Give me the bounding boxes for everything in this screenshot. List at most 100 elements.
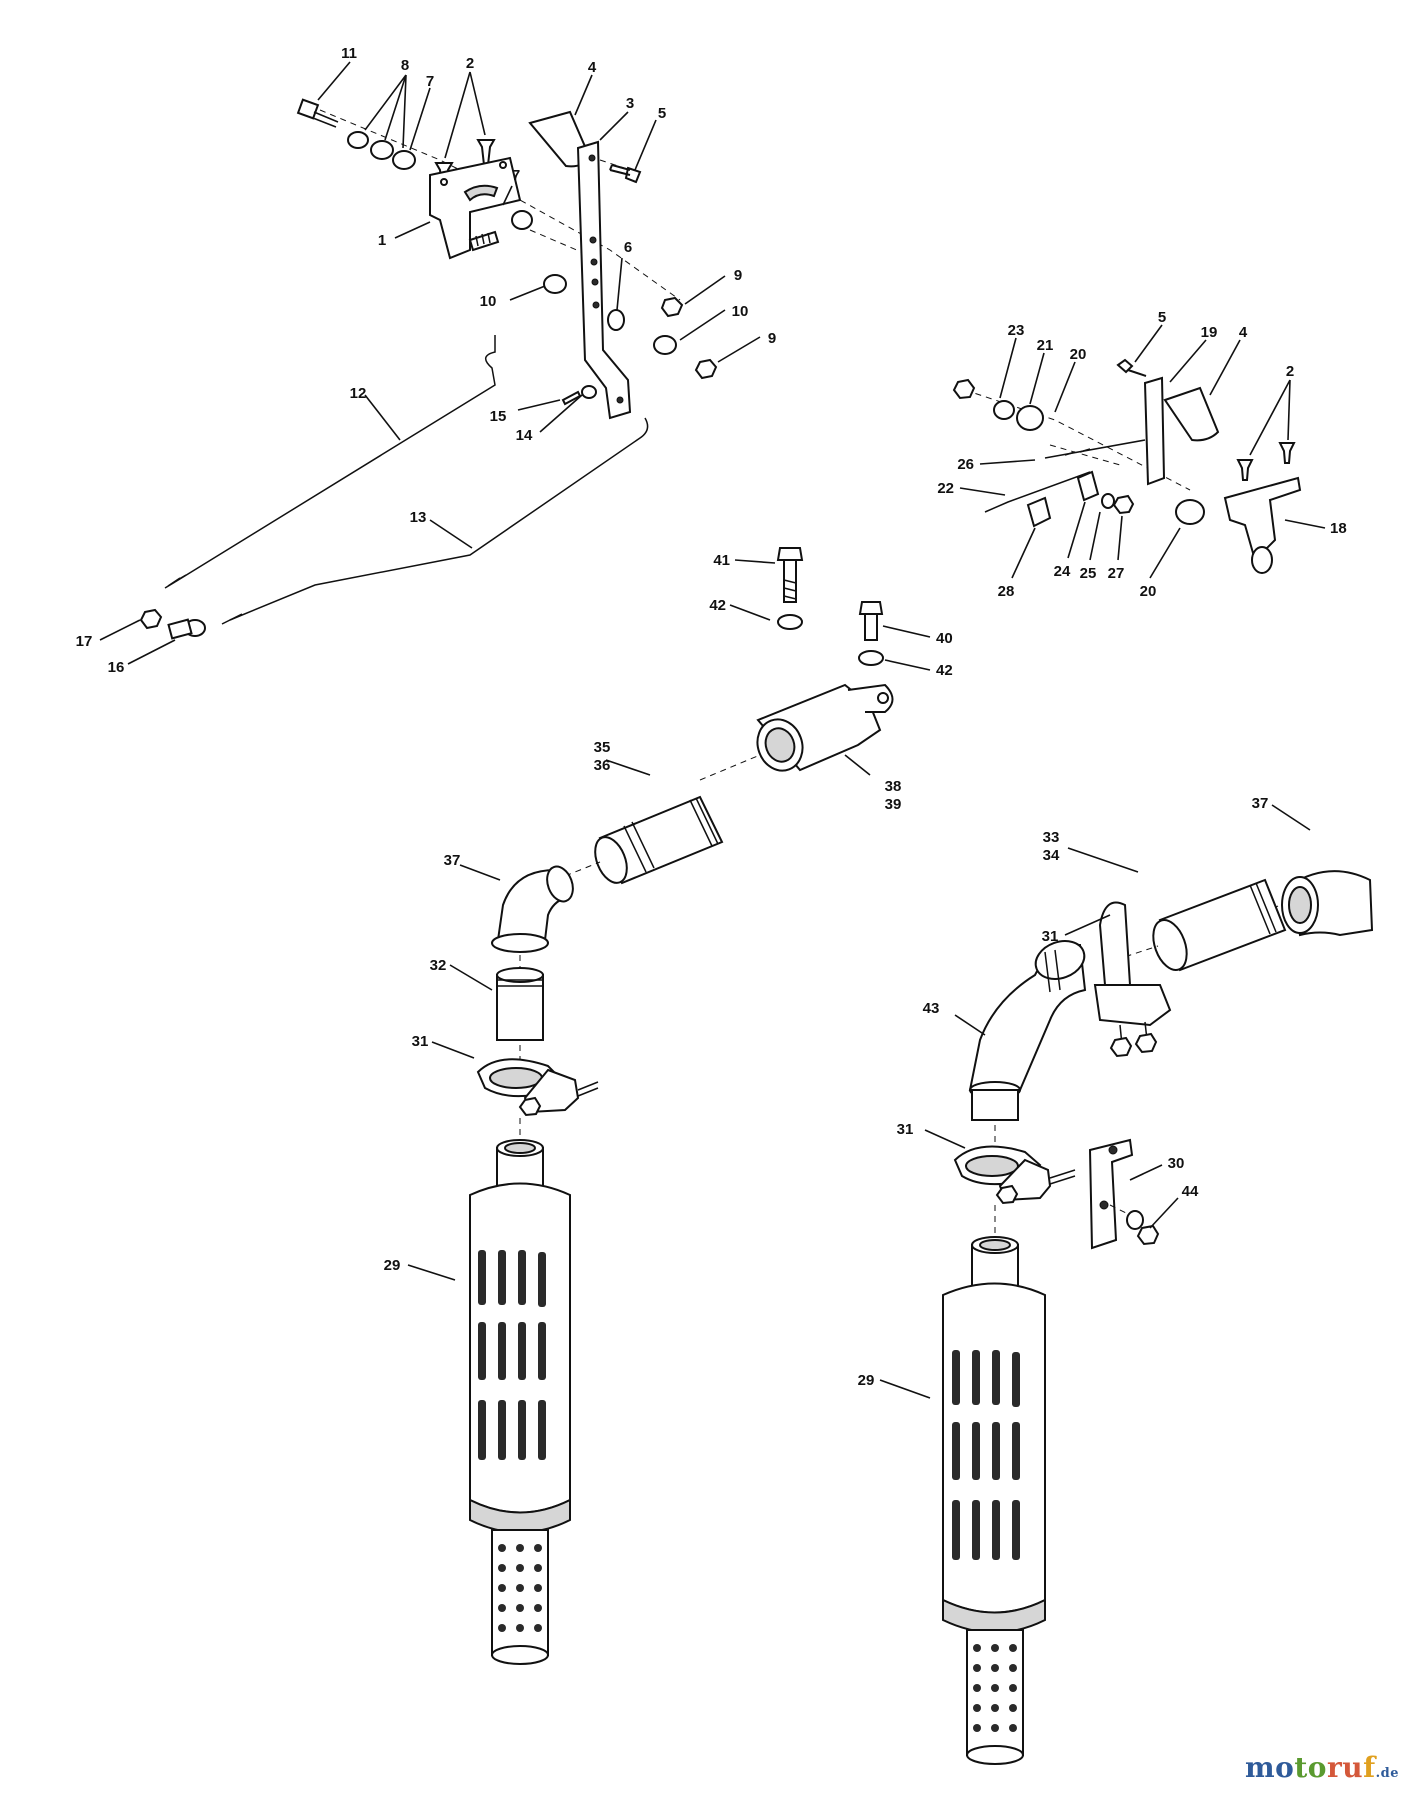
label-15: 15: [490, 408, 507, 425]
label-6: 6: [624, 239, 632, 256]
label-11: 11: [341, 45, 357, 62]
label-2a: 2: [466, 55, 474, 72]
label-7b: 7: [512, 167, 520, 184]
nut-27: [1112, 494, 1135, 515]
label-16: 16: [108, 659, 125, 676]
label-25: 25: [1080, 565, 1097, 582]
rod-13: [229, 417, 649, 621]
exhaust-assembly: [469, 547, 1374, 1765]
nut-17: [139, 608, 163, 630]
watermark-part-3: ru: [1326, 1751, 1364, 1784]
label-37a: 37: [444, 852, 461, 869]
watermark-part-2: to: [1294, 1751, 1327, 1784]
bracket-18: [1223, 476, 1302, 574]
clip-24: [1076, 470, 1100, 502]
label-37b: 37: [1252, 795, 1269, 812]
label-20a: 20: [1070, 346, 1087, 363]
muffler-29a: [469, 1139, 571, 1665]
label-29b: 29: [858, 1372, 875, 1389]
bracket-1: [429, 156, 522, 260]
part-labels: 11 8 7 2 4 3 5 7 1 6 9 10 10 9 12 15 14 …: [76, 45, 1347, 1389]
label-31a: 31: [412, 1033, 429, 1050]
label-5b: 5: [1158, 309, 1166, 326]
washer-8a: [347, 131, 369, 149]
label-39: 39: [885, 796, 902, 813]
label-18: 18: [1330, 520, 1347, 537]
label-41: 41: [713, 552, 730, 569]
washer-8b: [370, 140, 394, 160]
label-22: 22: [937, 480, 954, 497]
label-10a: 10: [480, 293, 497, 310]
label-30: 30: [1168, 1155, 1185, 1172]
screw-2c: [1236, 459, 1254, 481]
left-lever-assembly: [139, 98, 718, 640]
nut-23: [952, 378, 976, 400]
label-40: 40: [936, 630, 953, 647]
washer-10a: [543, 274, 567, 294]
screw-5b: [1116, 358, 1147, 377]
rod-26: [1044, 439, 1146, 459]
label-5a: 5: [658, 105, 666, 122]
label-44: 44: [1182, 1183, 1199, 1200]
label-3: 3: [626, 95, 634, 112]
screw-5a: [609, 164, 642, 184]
washer-25: [1101, 493, 1115, 509]
bushing-6: [607, 309, 625, 331]
rod-12: [174, 335, 496, 583]
clamp-31c: [953, 1145, 1076, 1205]
label-17: 17: [76, 633, 93, 650]
label-36: 36: [594, 757, 611, 774]
right-lever-assembly: [952, 358, 1302, 574]
bolt-11: [296, 98, 339, 128]
label-34: 34: [1043, 847, 1060, 864]
washer-7a: [392, 150, 416, 170]
label-42a: 42: [709, 597, 726, 614]
bolt-40: [858, 601, 884, 641]
label-33: 33: [1043, 829, 1060, 846]
nipple-32: [496, 967, 544, 1041]
elbow-37a: [491, 865, 574, 953]
clamp-31a: [476, 1058, 599, 1117]
washer-20a: [1016, 405, 1044, 431]
label-24: 24: [1054, 563, 1071, 580]
label-21: 21: [1037, 337, 1054, 354]
bend-pipe-43: [968, 940, 1087, 1121]
bolt-41: [776, 547, 804, 603]
label-20b: 20: [1140, 583, 1157, 600]
label-26: 26: [957, 456, 974, 473]
watermark-part-1: mo: [1245, 1751, 1295, 1784]
callout-arrows: [99, 61, 1326, 1399]
muffler-29b: [942, 1236, 1046, 1765]
washer-42b: [858, 650, 884, 666]
washer-21: [993, 400, 1015, 420]
label-29a: 29: [384, 1257, 401, 1274]
label-35: 35: [594, 739, 611, 756]
label-10b: 10: [732, 303, 749, 320]
watermark-domain: .de: [1375, 1766, 1399, 1781]
swivel-16: [167, 618, 206, 640]
knob-4b: [1163, 386, 1220, 442]
washer-14: [581, 385, 597, 399]
label-12: 12: [350, 385, 367, 402]
washer-20b: [1175, 499, 1205, 525]
clamp-31b: [1093, 901, 1172, 1058]
label-23: 23: [1008, 322, 1025, 339]
clip-28: [1026, 496, 1052, 528]
elbow-37b: [1281, 870, 1374, 937]
nut-44: [1136, 1224, 1160, 1246]
watermark-part-4: f: [1363, 1751, 1376, 1784]
washer-42a: [777, 614, 803, 630]
label-31b: 31: [1042, 928, 1059, 945]
pipe-33: [1152, 878, 1287, 972]
rod-22: [984, 471, 1091, 513]
washer-10b: [653, 335, 677, 355]
washer-44: [1126, 1210, 1144, 1230]
label-42b: 42: [936, 662, 953, 679]
label-1: 1: [378, 232, 386, 249]
motoruf-watermark-logo: motoruf.de: [1245, 1751, 1399, 1784]
label-28: 28: [998, 583, 1015, 600]
label-9a: 9: [734, 267, 742, 284]
manifold-flange-38: [756, 683, 894, 772]
screw-2d: [1278, 442, 1296, 464]
